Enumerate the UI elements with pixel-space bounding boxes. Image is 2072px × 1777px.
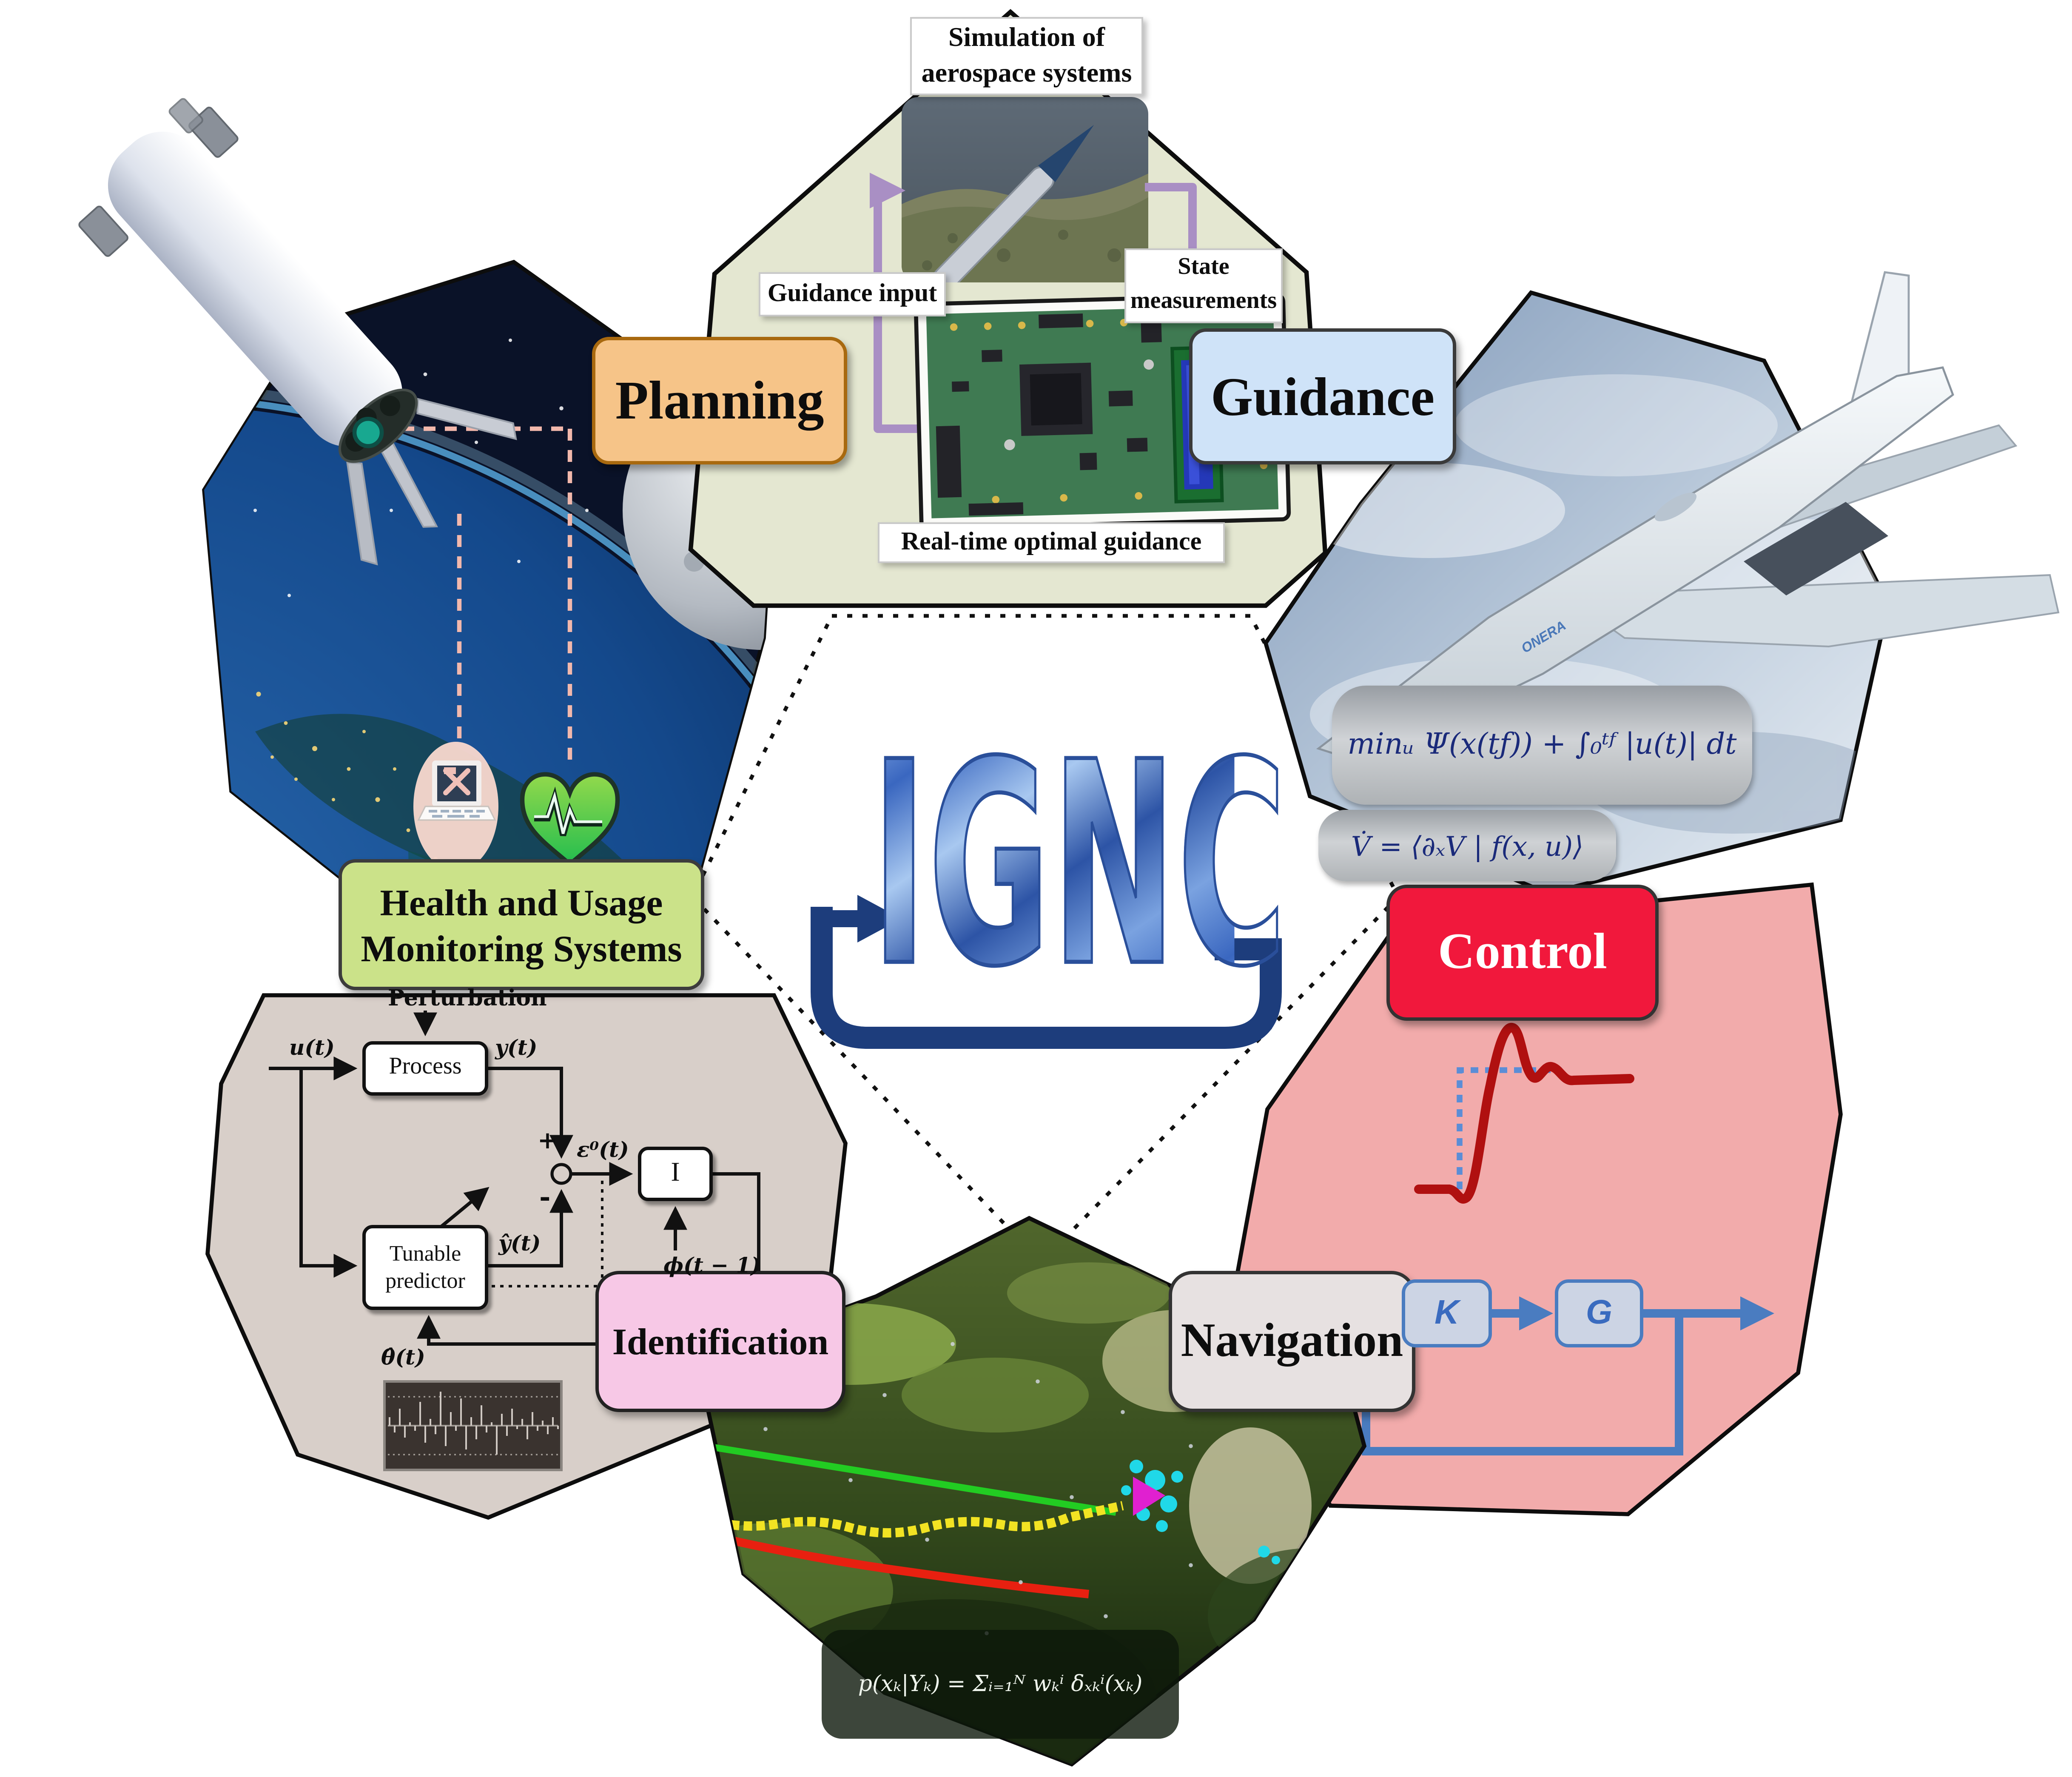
block-text: I xyxy=(671,1159,680,1188)
yhat-label: ŷ(t) xyxy=(498,1230,541,1256)
controller-block: K xyxy=(1402,1279,1492,1347)
guidance-label: Guidance xyxy=(1189,328,1456,464)
block-text: Tunable xyxy=(389,1240,461,1266)
laptop-tools-icon xyxy=(413,742,498,871)
label-text: Monitoring Systems xyxy=(361,926,682,969)
caption-line: Simulation of xyxy=(948,24,1105,53)
step-response-plot xyxy=(1414,1022,1634,1204)
rocket-simulation-image xyxy=(902,97,1148,282)
formula-text: V̇ = ⟨∂ₓV | f(x, u)⟩ xyxy=(1351,829,1584,862)
lyapunov-formula: V̇ = ⟨∂ₓV | f(x, u)⟩ xyxy=(1318,810,1616,881)
label-text: Planning xyxy=(615,369,824,430)
reusable-rocket-icon xyxy=(78,98,517,566)
caption-line: aerospace systems xyxy=(921,60,1132,88)
identifier-block: I xyxy=(638,1147,713,1201)
realtime-guidance-caption: Real-time optimal guidance xyxy=(878,522,1225,563)
phi-label: ϕ(t − 1) xyxy=(663,1252,761,1278)
hums-label: Health and Usage Monitoring Systems xyxy=(339,859,704,990)
label-text: Health and Usage xyxy=(380,880,663,923)
label-text: Control xyxy=(1438,924,1607,980)
perturbation-label: Perturbation xyxy=(388,987,547,1012)
center-hexagon xyxy=(690,614,1401,1265)
formula-text: minᵤ Ψ(x(tƒ)) + ∫₀ᵗᶠ |u(t)| dt xyxy=(1347,728,1737,762)
plant-block: G xyxy=(1555,1279,1643,1347)
caption-line: State xyxy=(1178,255,1230,281)
trajectory-lines xyxy=(704,1443,1124,1598)
label-text: Navigation xyxy=(1181,1314,1403,1367)
y-label: y(t) xyxy=(495,1034,538,1060)
heading-arrow xyxy=(1133,1477,1165,1516)
u-label: u(t) xyxy=(289,1034,335,1060)
state-measurements-caption: State measurements xyxy=(1124,248,1283,323)
heart-pulse-icon xyxy=(520,772,620,867)
label-text: Guidance xyxy=(1210,365,1435,426)
parameter-signal-plot xyxy=(383,1380,563,1471)
navigation-label: Navigation xyxy=(1169,1271,1415,1412)
eps-label: ε⁰(t) xyxy=(577,1136,629,1162)
particle-filter-formula: p(xₖ|Yₖ) = Σᵢ₌₁ᴺ wₖⁱ δₓₖⁱ(xₖ) xyxy=(822,1630,1179,1739)
optimal-control-formula: minᵤ Ψ(x(tƒ)) + ∫₀ᵗᶠ |u(t)| dt xyxy=(1332,686,1752,805)
identification-label: Identification xyxy=(595,1271,845,1412)
tunable-predictor-block: Tunable predictor xyxy=(362,1225,488,1310)
particle-cluster xyxy=(1121,1460,1280,1564)
simulation-caption: Simulation of aerospace systems xyxy=(910,17,1143,95)
caption-line: Guidance input xyxy=(767,280,937,307)
loop-arrow-icon xyxy=(811,895,1282,1049)
planning-label: Planning xyxy=(592,337,847,464)
theta-label: θ̂(t) xyxy=(381,1344,425,1370)
onera-aircraft-icon xyxy=(1316,271,2060,763)
control-label: Control xyxy=(1386,885,1659,1021)
process-block: Process xyxy=(362,1041,488,1096)
minus-sign: - xyxy=(539,1181,551,1213)
caption-line: Real-time optimal guidance xyxy=(901,528,1202,555)
block-text: Process xyxy=(389,1055,462,1080)
caption-line: measurements xyxy=(1130,289,1277,315)
block-text: predictor xyxy=(385,1267,465,1293)
formula-text: p(xₖ|Yₖ) = Σᵢ₌₁ᴺ wₖⁱ δₓₖⁱ(xₖ) xyxy=(858,1672,1143,1697)
block-text: K xyxy=(1434,1294,1459,1331)
ignc-logo: IGNC xyxy=(871,704,1288,1034)
plus-sign: + xyxy=(538,1128,558,1155)
guidance-input-caption: Guidance input xyxy=(759,272,946,316)
label-text: Identification xyxy=(612,1319,829,1362)
block-text: G xyxy=(1585,1294,1613,1331)
